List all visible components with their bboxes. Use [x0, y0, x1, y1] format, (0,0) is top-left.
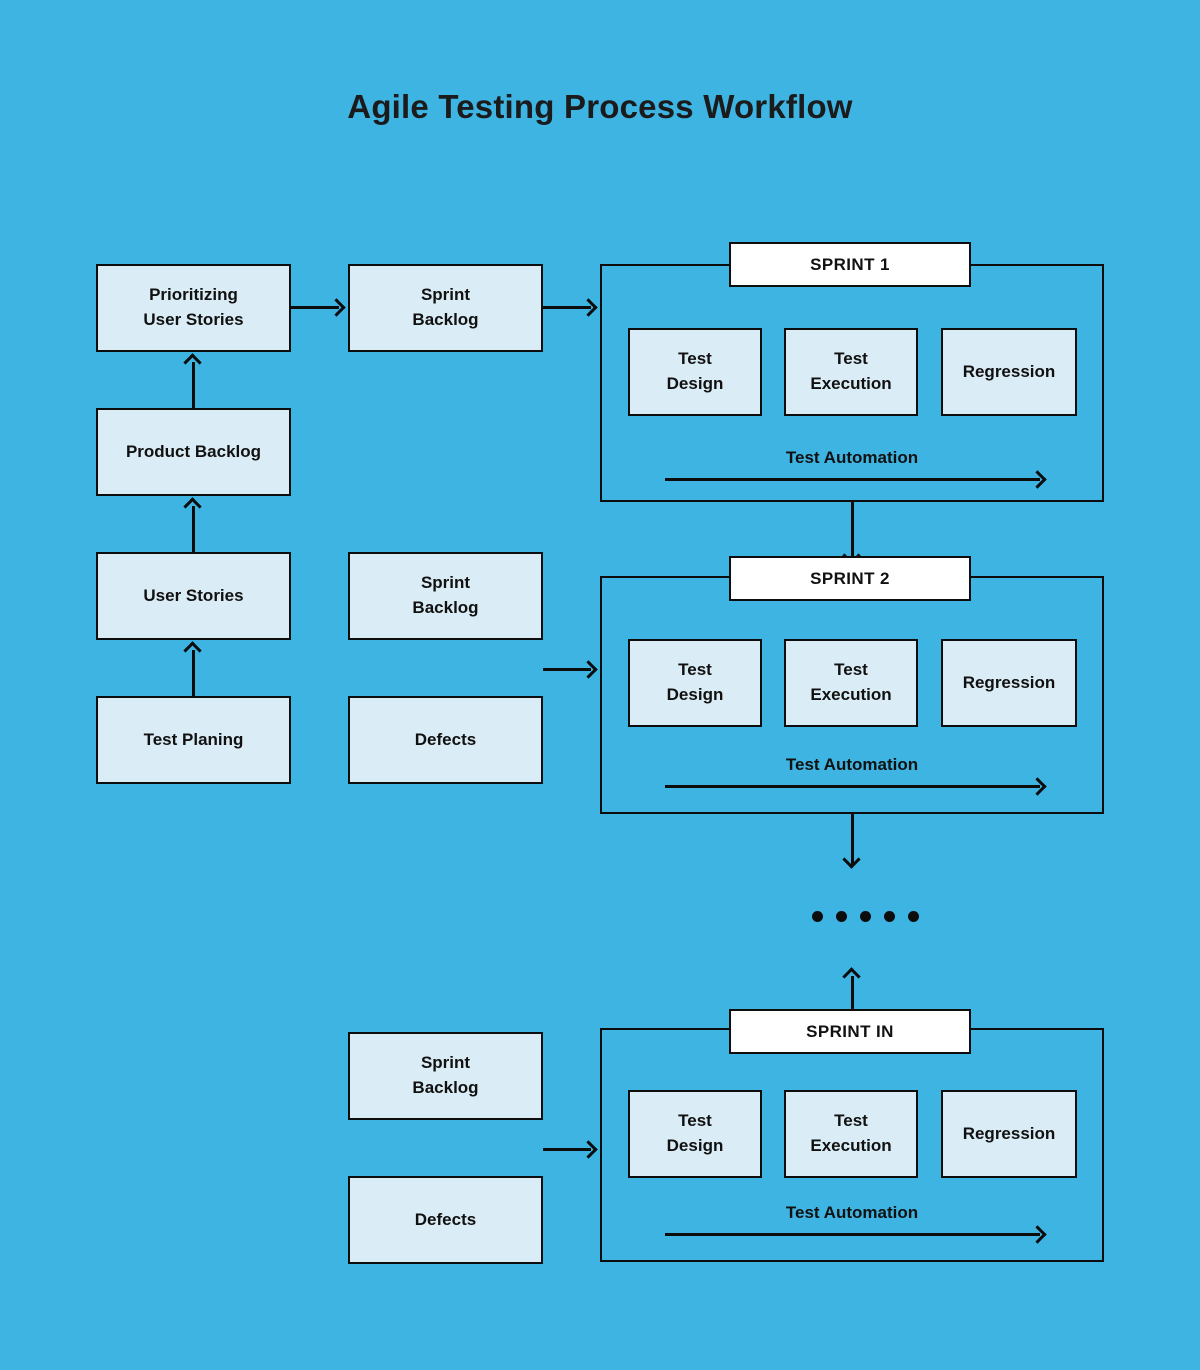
sprint-n-automation-label: Test Automation — [785, 1203, 919, 1222]
node-user-stories[interactable]: User Stories — [96, 552, 291, 640]
sprint-2-stage-test-execution[interactable]: Test Execution — [784, 639, 918, 727]
sprint-n-stage-test-design[interactable]: Test Design — [628, 1090, 762, 1178]
arrow-up-icon-from-sprint-n — [842, 967, 861, 986]
connector-line-sprint1-to-sprint2 — [851, 502, 854, 562]
sprint-1-label[interactable]: SPRINT 1 — [729, 242, 971, 287]
ellipsis-dot — [884, 911, 895, 922]
ellipsis-dot — [836, 911, 847, 922]
ellipsis-dot — [908, 911, 919, 922]
sprint-2-automation-label: Test Automation — [785, 755, 919, 774]
sprint-2-stage-test-design[interactable]: Test Design — [628, 639, 762, 727]
connector-line-sprintn-to-dots — [851, 976, 854, 1032]
sprint-2-label[interactable]: SPRINT 2 — [729, 556, 971, 601]
sprint-n-stage-test-execution[interactable]: Test Execution — [784, 1090, 918, 1178]
arrow-up-icon-to-product-backlog — [183, 497, 202, 516]
connector-line-sprint2-to-dots — [851, 814, 854, 866]
node-prioritizing-user-stories[interactable]: Prioritizing User Stories — [96, 264, 291, 352]
node-sprint-backlog-1[interactable]: Sprint Backlog — [348, 264, 543, 352]
ellipsis-dot — [812, 911, 823, 922]
sprint-1-automation-label: Test Automation — [785, 448, 919, 467]
connector-line-prioritizing-to-sprint-backlog — [291, 306, 339, 309]
arrow-down-icon-to-ellipsis — [842, 850, 861, 869]
node-sprint-backlog-2[interactable]: Sprint Backlog — [348, 552, 543, 640]
arrow-right-icon-to-sprint-backlog-1 — [327, 298, 346, 317]
connector-line-to-sprint-n — [543, 1148, 591, 1151]
arrow-right-icon-to-sprint-1 — [579, 298, 598, 317]
sprint-n-automation-line — [665, 1233, 1040, 1236]
node-defects-2[interactable]: Defects — [348, 696, 543, 784]
node-sprint-backlog-n[interactable]: Sprint Backlog — [348, 1032, 543, 1120]
sprint-1-stage-regression[interactable]: Regression — [941, 328, 1077, 416]
connector-line-to-sprint-1 — [543, 306, 591, 309]
ellipsis-dot — [860, 911, 871, 922]
node-defects-n[interactable]: Defects — [348, 1176, 543, 1264]
sprint-n-stage-regression[interactable]: Regression — [941, 1090, 1077, 1178]
sprint-2-stage-regression[interactable]: Regression — [941, 639, 1077, 727]
sprint-1-automation-line — [665, 478, 1040, 481]
connector-line-user-stories — [192, 650, 195, 696]
arrow-right-icon-to-sprint-n — [579, 1140, 598, 1159]
node-test-planing[interactable]: Test Planing — [96, 696, 291, 784]
connector-line-prioritizing — [192, 362, 195, 408]
node-product-backlog[interactable]: Product Backlog — [96, 408, 291, 496]
arrow-right-icon-to-sprint-2 — [579, 660, 598, 679]
sprint-2-automation-line — [665, 785, 1040, 788]
connector-line-product-backlog — [192, 506, 195, 552]
sprint-1-stage-test-execution[interactable]: Test Execution — [784, 328, 918, 416]
sprint-1-stage-test-design[interactable]: Test Design — [628, 328, 762, 416]
ellipsis-dots — [812, 911, 919, 922]
arrow-up-icon-to-user-stories — [183, 641, 202, 660]
connector-line-to-sprint-2 — [543, 668, 591, 671]
arrow-up-icon-to-prioritizing — [183, 353, 202, 372]
sprint-n-label[interactable]: SPRINT IN — [729, 1009, 971, 1054]
page-title: Agile Testing Process Workflow — [347, 88, 853, 125]
